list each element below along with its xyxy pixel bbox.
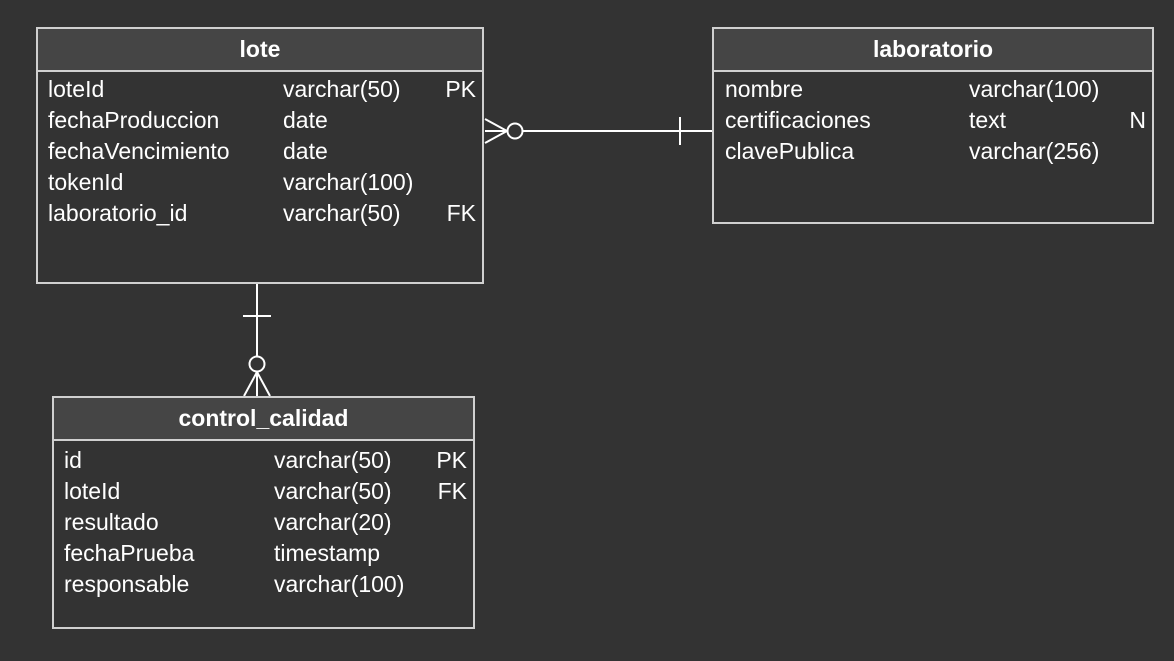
crowfoot-upper-lote bbox=[484, 118, 508, 132]
field-type: varchar(50) bbox=[274, 447, 392, 473]
field-type: varchar(50) bbox=[283, 76, 401, 102]
entity-control-calidad[interactable]: control_calidad id varchar(50) PK loteId… bbox=[52, 396, 475, 629]
field-type: varchar(100) bbox=[969, 76, 1100, 102]
field-row: fechaPrueba timestamp bbox=[54, 538, 473, 569]
field-type: varchar(256) bbox=[969, 138, 1100, 164]
entity-lote-title: lote bbox=[38, 29, 482, 72]
field-type: varchar(50) bbox=[283, 200, 401, 226]
zero-marker-control bbox=[248, 355, 266, 373]
field-row: loteId varchar(50) PK bbox=[38, 74, 482, 105]
field-row: nombre varchar(100) bbox=[714, 74, 1152, 105]
entity-laboratorio[interactable]: laboratorio nombre varchar(100) certific… bbox=[712, 27, 1154, 224]
field-key: PK bbox=[445, 76, 476, 102]
field-name: certificaciones bbox=[725, 107, 871, 133]
field-name: clavePublica bbox=[725, 138, 855, 164]
field-key: N bbox=[1129, 107, 1146, 133]
field-type: timestamp bbox=[274, 540, 381, 566]
field-type: varchar(100) bbox=[283, 169, 414, 195]
field-row: tokenId varchar(100) bbox=[38, 167, 482, 198]
entity-control-calidad-title: control_calidad bbox=[54, 398, 473, 441]
field-row: loteId varchar(50) FK bbox=[54, 476, 473, 507]
field-name: fechaProduccion bbox=[48, 107, 220, 133]
field-name: resultado bbox=[64, 509, 159, 535]
field-row: fechaVencimiento date bbox=[38, 136, 482, 167]
field-row: fechaProduccion date bbox=[38, 105, 482, 136]
field-type: date bbox=[283, 138, 328, 164]
field-type: text bbox=[969, 107, 1007, 133]
entity-laboratorio-title: laboratorio bbox=[714, 29, 1152, 72]
field-name: fechaPrueba bbox=[64, 540, 195, 566]
field-name: laboratorio_id bbox=[48, 200, 188, 226]
entity-lote[interactable]: lote loteId varchar(50) PK fechaProducci… bbox=[36, 27, 484, 284]
field-name: tokenId bbox=[48, 169, 124, 195]
field-name: loteId bbox=[64, 478, 121, 504]
field-row: laboratorio_id varchar(50) FK bbox=[38, 198, 482, 229]
field-type: date bbox=[283, 107, 328, 133]
field-row: certificaciones text N bbox=[714, 105, 1152, 136]
crowfoot-lower-lote bbox=[484, 130, 508, 144]
crowfoot-right-control bbox=[256, 371, 271, 397]
crowfoot-left-control bbox=[243, 371, 258, 397]
field-type: varchar(100) bbox=[274, 571, 405, 597]
zero-marker-lote bbox=[506, 122, 524, 140]
field-key: PK bbox=[436, 447, 467, 473]
field-key: FK bbox=[437, 478, 467, 504]
field-name: fechaVencimiento bbox=[48, 138, 230, 164]
field-row: clavePublica varchar(256) bbox=[714, 136, 1152, 167]
field-name: loteId bbox=[48, 76, 105, 102]
field-row: id varchar(50) PK bbox=[54, 445, 473, 476]
field-type: varchar(20) bbox=[274, 509, 392, 535]
field-name: responsable bbox=[64, 571, 190, 597]
field-type: varchar(50) bbox=[274, 478, 392, 504]
field-name: id bbox=[64, 447, 82, 473]
field-row: responsable varchar(100) bbox=[54, 569, 473, 600]
field-name: nombre bbox=[725, 76, 803, 102]
field-key: FK bbox=[446, 200, 476, 226]
field-row: resultado varchar(20) bbox=[54, 507, 473, 538]
